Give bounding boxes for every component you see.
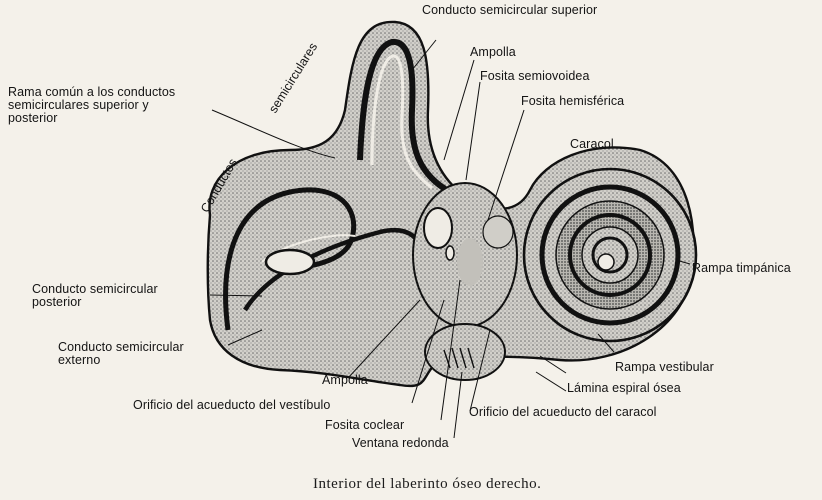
label-ventana-redonda: Ventana redonda: [352, 437, 449, 450]
label-orificio-vestibulo: Orificio del acueducto del vestíbulo: [133, 399, 330, 412]
label-superior-canal: Conducto semicircular superior: [422, 4, 597, 17]
round-window-region: [425, 324, 505, 380]
label-lamina-espiral: Lámina espiral ósea: [567, 382, 681, 395]
label-fosita-semiovoidea: Fosita semiovoidea: [480, 70, 590, 83]
label-rama-comun: Rama común a los conductos semicirculare…: [8, 86, 175, 125]
label-rampa-timpanica: Rampa timpánica: [692, 262, 791, 275]
label-ampolla-top: Ampolla: [470, 46, 516, 59]
label-posterior-canal: Conducto semicircular posterior: [32, 283, 158, 309]
label-ampolla-bottom: Ampolla: [322, 374, 368, 387]
label-rampa-vestibular: Rampa vestibular: [615, 361, 714, 374]
cochlea: [524, 169, 696, 341]
label-orificio-caracol: Orificio del acueducto del caracol: [469, 406, 657, 419]
label-fosita-hemisferica: Fosita hemisférica: [521, 95, 624, 108]
label-external-canal: Conducto semicircular externo: [58, 341, 184, 367]
label-caracol: Caracol: [570, 138, 614, 151]
figure-caption: Interior del laberinto óseo derecho.: [313, 476, 541, 493]
label-fosita-coclear: Fosita coclear: [325, 419, 404, 432]
